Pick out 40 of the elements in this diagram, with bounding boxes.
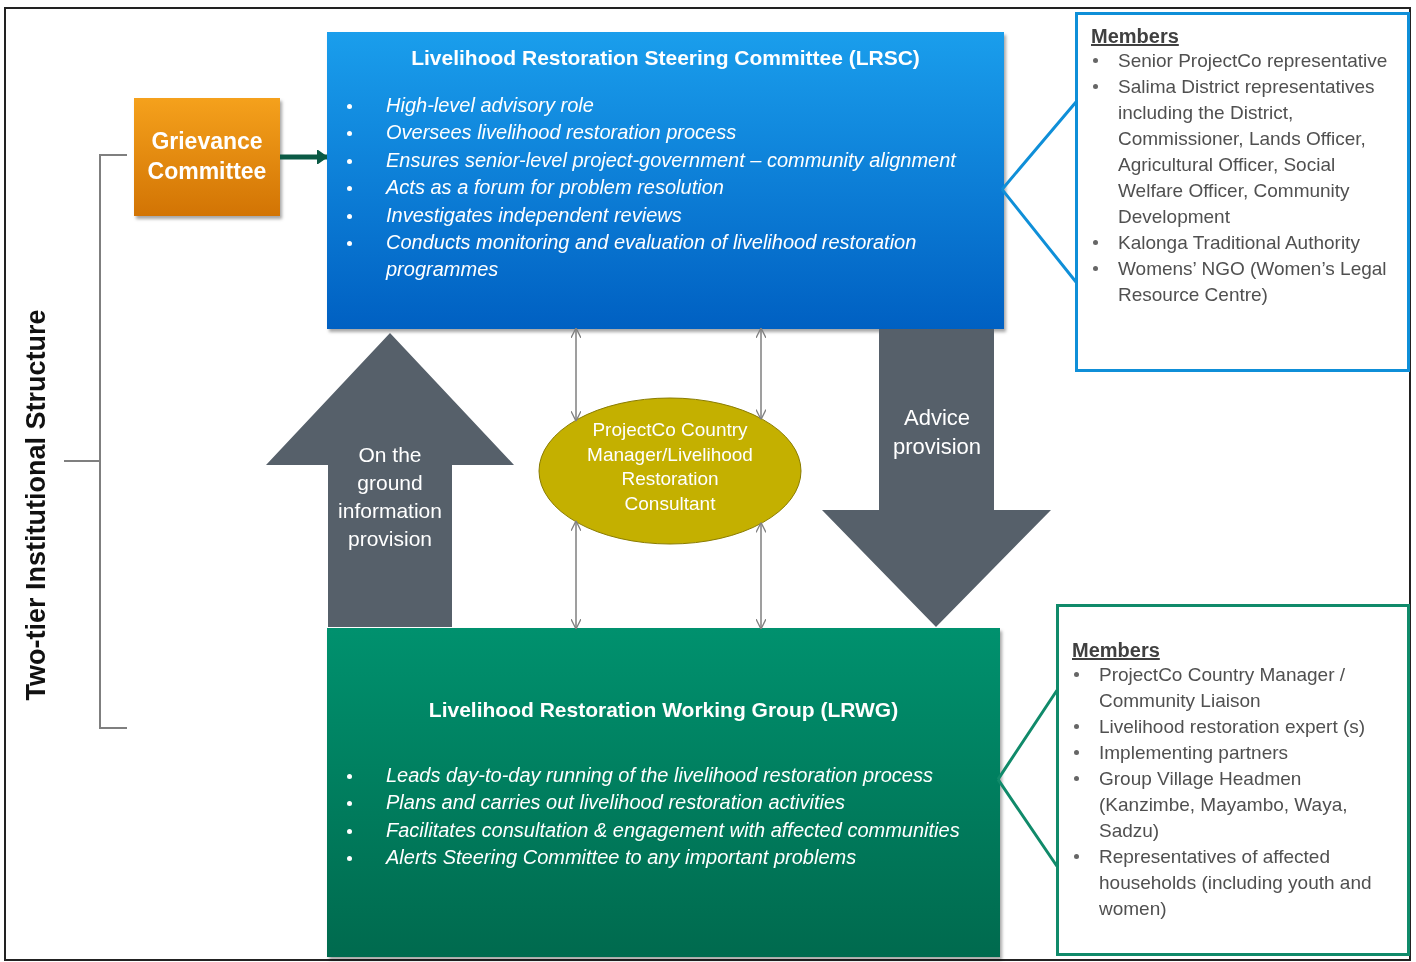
arrow xyxy=(755,327,767,421)
arrow xyxy=(755,521,767,630)
working-group-box xyxy=(327,628,1000,957)
arrow xyxy=(280,149,328,165)
list-item: Implementing partners xyxy=(1099,741,1289,766)
list-item: Investigates independent reviews xyxy=(386,202,682,228)
committee-box xyxy=(134,98,280,216)
members-box xyxy=(1056,604,1410,956)
list-item: Womens’ NGO (Women’s Legal Resource Centre) xyxy=(1118,257,1388,308)
list-item: Oversees livelihood restoration process xyxy=(386,120,737,146)
list-item: Salima District representatives including the District, Commissioner, Lands Officer, Agricultural Officer, Social Welfare Officer, Community Development xyxy=(1118,75,1376,230)
arrow xyxy=(570,327,582,422)
shape-label: Advice provision xyxy=(891,404,982,462)
list-item: Representatives of affected households (including youth and women) xyxy=(1099,845,1373,922)
list-item: Ensures senior-level project-government – community alignment xyxy=(386,147,956,173)
list-item: Acts as a forum for problem resolution xyxy=(386,175,724,201)
connector-line xyxy=(1000,100,1078,284)
list-item: Livelihood restoration expert (s) xyxy=(1099,715,1366,740)
connector-line xyxy=(996,688,1059,868)
list-item: High-level advisory role xyxy=(386,93,594,118)
vertical-label: Two-tier Institutional Structure xyxy=(20,309,52,701)
list-item: Senior ProjectCo representative xyxy=(1118,49,1388,73)
list-item: Plans and carries out livelihood restoration activities xyxy=(386,790,846,816)
list-item: Facilitates consultation & engagement with affected communities xyxy=(386,817,960,843)
members-box xyxy=(1075,12,1410,372)
members-heading: Members xyxy=(1072,639,1161,662)
box-title: Livelihood Restoration Working Group (LRWG) xyxy=(427,698,900,722)
list-item: ProjectCo Country Manager / Community Liaison xyxy=(1099,663,1347,713)
list-item: Group Village Headmen (Kanzimbe, Mayambo, Waya, Sadzu) xyxy=(1099,767,1349,844)
members-heading: Members xyxy=(1091,25,1180,48)
box-title: Grievance Committee xyxy=(146,127,268,186)
arrow xyxy=(570,520,582,630)
committee-box xyxy=(327,32,1004,329)
list-item: Leads day-to-day running of the livelihood restoration process xyxy=(386,763,933,788)
shape-label: On the ground information provision xyxy=(337,442,443,552)
box-title: Livelihood Restoration Steering Committee (LRSC) xyxy=(410,46,921,70)
list-item: Alerts Steering Committee to any important problems xyxy=(386,845,857,871)
list-item: Conducts monitoring and evaluation of livelihood restoration programmes xyxy=(386,229,918,283)
shape-label: ProjectCo Country Manager/Livelihood Restoration Consultant xyxy=(587,418,753,517)
list-item: Kalonga Traditional Authority xyxy=(1118,231,1360,256)
